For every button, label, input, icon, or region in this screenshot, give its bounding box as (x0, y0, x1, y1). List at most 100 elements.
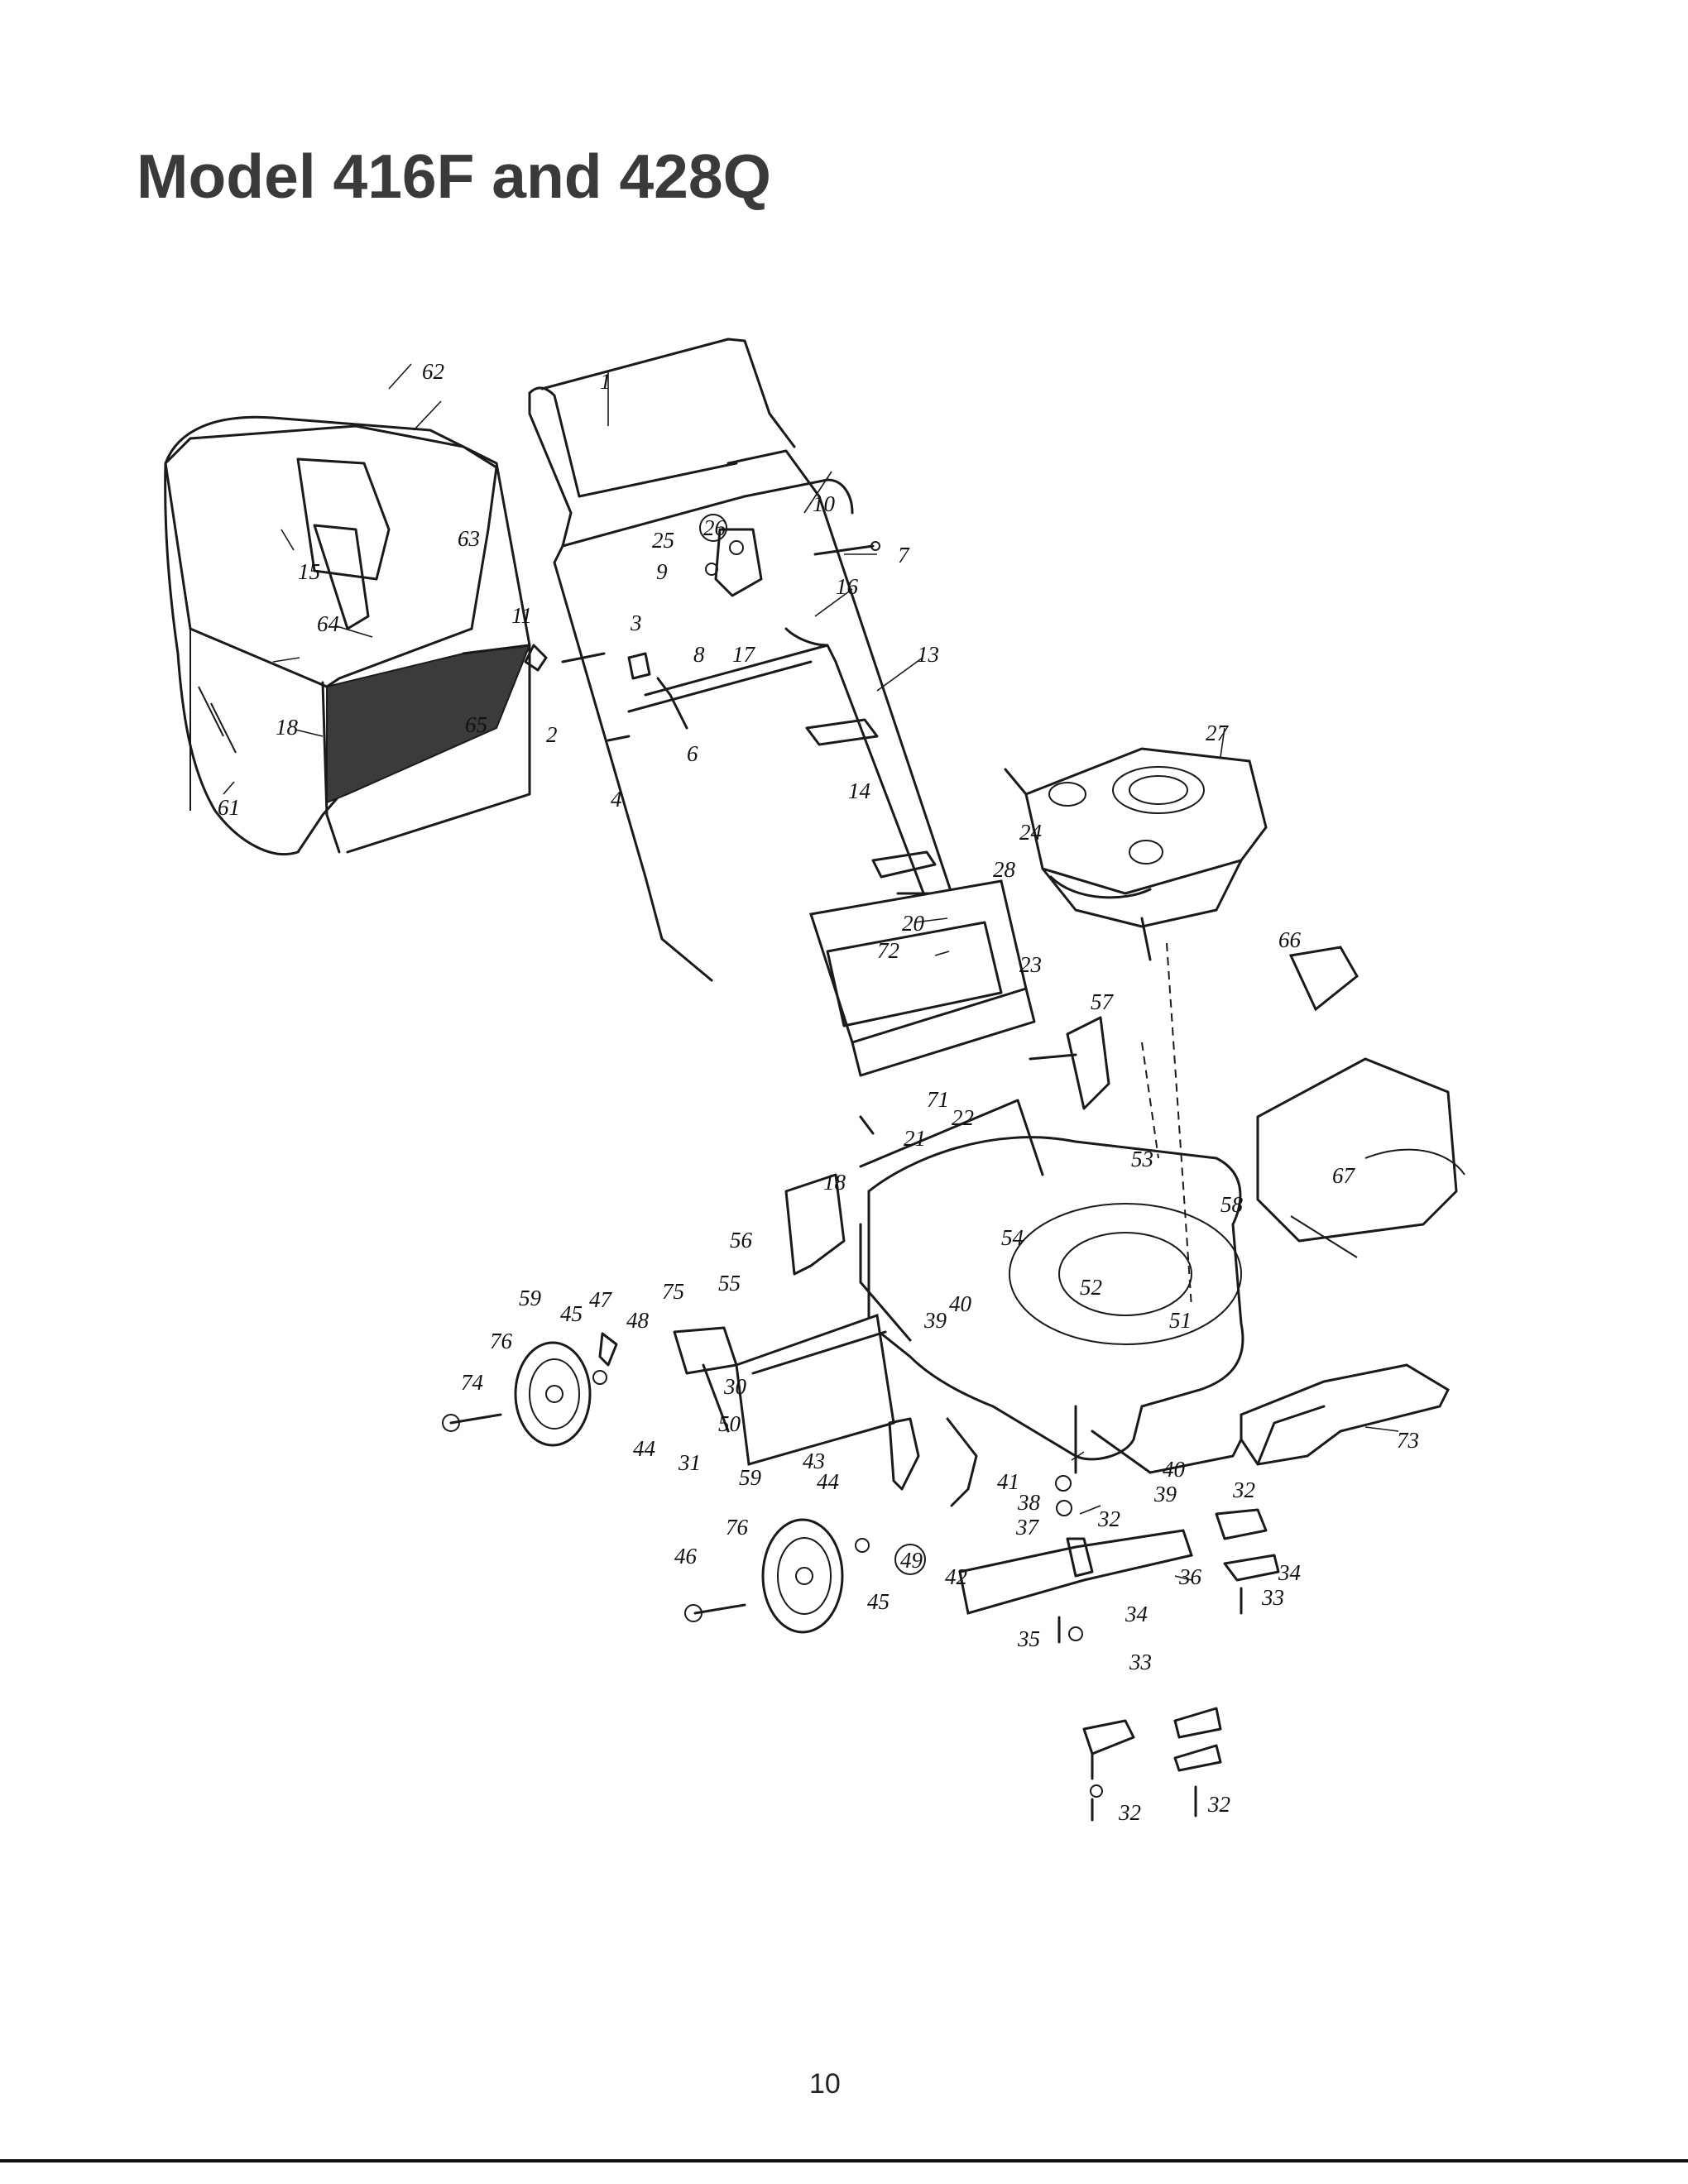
callout-23: 23 (1019, 952, 1042, 977)
callout-37: 37 (1015, 1515, 1040, 1540)
engine (1004, 747, 1268, 961)
callout-57: 57 (1091, 989, 1115, 1014)
callout-67: 67 (1332, 1163, 1356, 1188)
callout-48: 48 (626, 1308, 650, 1333)
callout-76b: 76 (726, 1515, 749, 1540)
callout-64: 64 (317, 611, 339, 636)
callout-1: 1 (600, 369, 611, 394)
callout-54: 54 (1001, 1225, 1024, 1250)
circle-26-marker (699, 514, 727, 542)
callout-17: 17 (732, 642, 756, 667)
callout-40a: 40 (949, 1291, 972, 1316)
rear-door-assembly (809, 879, 1110, 1135)
page-number: 10 (809, 2068, 841, 2100)
callout-18b: 18 (823, 1170, 846, 1195)
callout-40b: 40 (1163, 1457, 1186, 1482)
callout-10: 10 (813, 491, 836, 516)
callout-25: 25 (652, 528, 674, 553)
callout-31: 31 (678, 1450, 701, 1475)
callout-21: 21 (904, 1126, 926, 1151)
callout-51: 51 (1169, 1308, 1192, 1333)
callout-16: 16 (836, 574, 859, 599)
circle-49-marker (894, 1544, 926, 1575)
handle-controls (524, 528, 880, 742)
callout-65: 65 (465, 712, 487, 737)
callout-46: 46 (674, 1544, 698, 1569)
callout-6: 6 (687, 741, 698, 766)
side-discharge-and-mulch-plug (1240, 946, 1465, 1466)
callout-4: 4 (611, 787, 622, 812)
bottom-rule (0, 2159, 1688, 2162)
callout-44b: 44 (817, 1469, 839, 1494)
callout-72: 72 (877, 938, 899, 963)
callout-74: 74 (461, 1370, 483, 1395)
page-title: Model 416F and 428Q (137, 141, 771, 211)
callout-32d: 32 (1207, 1792, 1230, 1817)
callout-33b: 33 (1129, 1650, 1152, 1674)
callout-28: 28 (993, 857, 1016, 882)
callout-26: 26 (703, 515, 727, 540)
callout-59a: 59 (519, 1286, 542, 1310)
callout-2: 2 (546, 722, 558, 747)
callout-7: 7 (898, 543, 910, 568)
handle-assembly (528, 338, 961, 982)
blade-assembly (958, 1475, 1280, 1644)
callout-50: 50 (718, 1411, 741, 1436)
callout-61: 61 (218, 795, 240, 820)
callout-13: 13 (917, 642, 939, 667)
callout-47: 47 (589, 1287, 613, 1312)
callout-38: 38 (1017, 1490, 1041, 1515)
callout-35: 35 (1017, 1626, 1040, 1651)
callout-76a: 76 (490, 1329, 513, 1353)
callout-15: 15 (298, 559, 320, 584)
front-axle-assembly (673, 1173, 895, 1466)
callout-73: 73 (1397, 1428, 1419, 1453)
callout-8: 8 (693, 642, 705, 667)
blade-adapter-options (1082, 1707, 1222, 1822)
callout-71: 71 (927, 1087, 949, 1112)
callout-43: 43 (803, 1449, 825, 1473)
callout-45a: 45 (560, 1301, 583, 1326)
callout-14: 14 (848, 778, 870, 803)
callout-32b: 32 (1097, 1506, 1120, 1531)
callout-58: 58 (1220, 1192, 1244, 1217)
callout-36: 36 (1178, 1564, 1202, 1589)
callout-32a: 32 (1232, 1478, 1255, 1502)
callout-62: 62 (422, 359, 444, 384)
callout-75: 75 (662, 1279, 684, 1304)
callout-56: 56 (730, 1228, 753, 1252)
callout-45b: 45 (867, 1589, 890, 1614)
callout-49: 49 (900, 1548, 923, 1573)
callout-labels: 1 2 3 4 6 7 8 9 10 11 13 14 15 16 17 18 … (218, 359, 1419, 1825)
callout-9: 9 (656, 559, 668, 584)
callout-53: 53 (1131, 1147, 1153, 1171)
callout-42: 42 (945, 1564, 967, 1589)
callout-18a: 18 (276, 715, 299, 740)
leader-lines (223, 363, 1399, 1581)
callout-63: 63 (458, 526, 480, 551)
callout-30: 30 (723, 1374, 747, 1399)
callout-66: 66 (1278, 927, 1302, 952)
callout-44a: 44 (633, 1436, 655, 1461)
callout-3: 3 (630, 611, 642, 635)
callout-20: 20 (902, 911, 925, 936)
callout-11: 11 (511, 603, 532, 628)
callout-24: 24 (1019, 820, 1042, 845)
grass-catcher (164, 415, 531, 856)
callout-34b: 34 (1125, 1602, 1148, 1626)
callout-33a: 33 (1261, 1585, 1284, 1610)
callout-39a: 39 (923, 1308, 947, 1333)
rear-wheel-right (684, 1417, 978, 1634)
callout-27: 27 (1206, 721, 1230, 745)
callout-41: 41 (997, 1469, 1019, 1494)
callout-55: 55 (718, 1271, 741, 1296)
callout-59b: 59 (739, 1465, 762, 1490)
callout-34a: 34 (1278, 1560, 1301, 1585)
callout-32c: 32 (1118, 1800, 1141, 1825)
rear-wheel-left (442, 1332, 618, 1447)
mower-deck (859, 942, 1251, 1474)
callout-52: 52 (1080, 1275, 1102, 1300)
callout-39b: 39 (1153, 1482, 1177, 1506)
